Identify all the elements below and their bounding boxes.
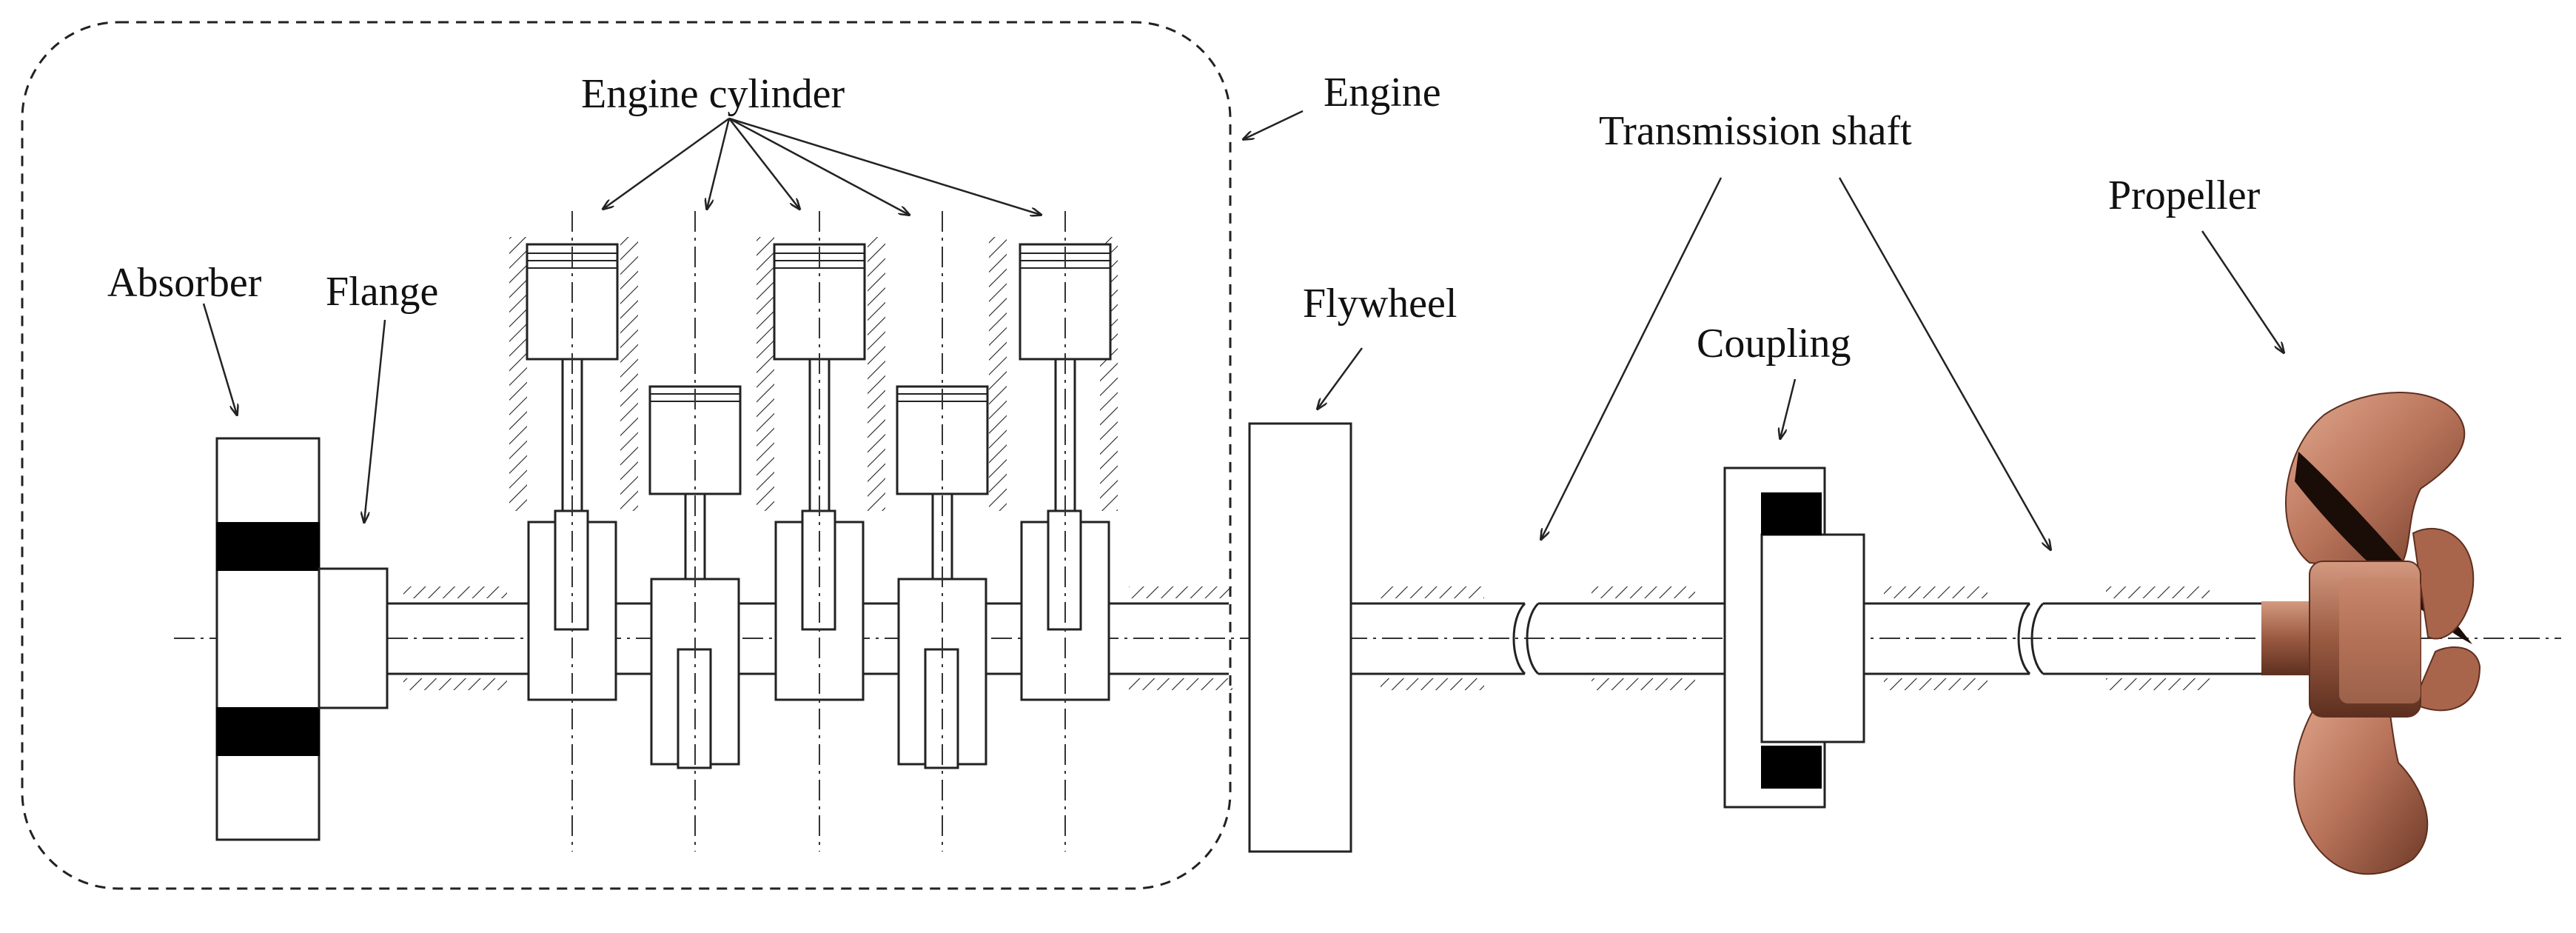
flywheel: [1248, 422, 1352, 853]
label-flywheel: Flywheel: [1303, 281, 1457, 327]
engine-boundary: [21, 21, 1232, 890]
label-flange: Flange: [326, 269, 438, 315]
transmission-shaft: [1351, 586, 2261, 690]
label-coupling: Coupling: [1697, 321, 1851, 367]
coupling: [1723, 466, 1865, 809]
engine-cylinders: [509, 211, 1118, 852]
leader-lines: [202, 110, 2284, 549]
label-engine-cylinder: Engine cylinder: [581, 71, 845, 117]
propeller: [2261, 392, 2481, 875]
absorber: [215, 437, 321, 841]
flange: [318, 567, 389, 709]
cylinder-1: [509, 237, 638, 701]
label-absorber: Absorber: [107, 260, 262, 306]
label-engine: Engine: [1324, 70, 1441, 116]
cylinder-3: [757, 237, 885, 701]
label-propeller: Propeller: [2108, 173, 2261, 218]
cylinder-2: [648, 385, 742, 769]
label-transmission-shaft: Transmission shaft: [1599, 108, 1912, 154]
cylinder-5: [989, 237, 1118, 701]
